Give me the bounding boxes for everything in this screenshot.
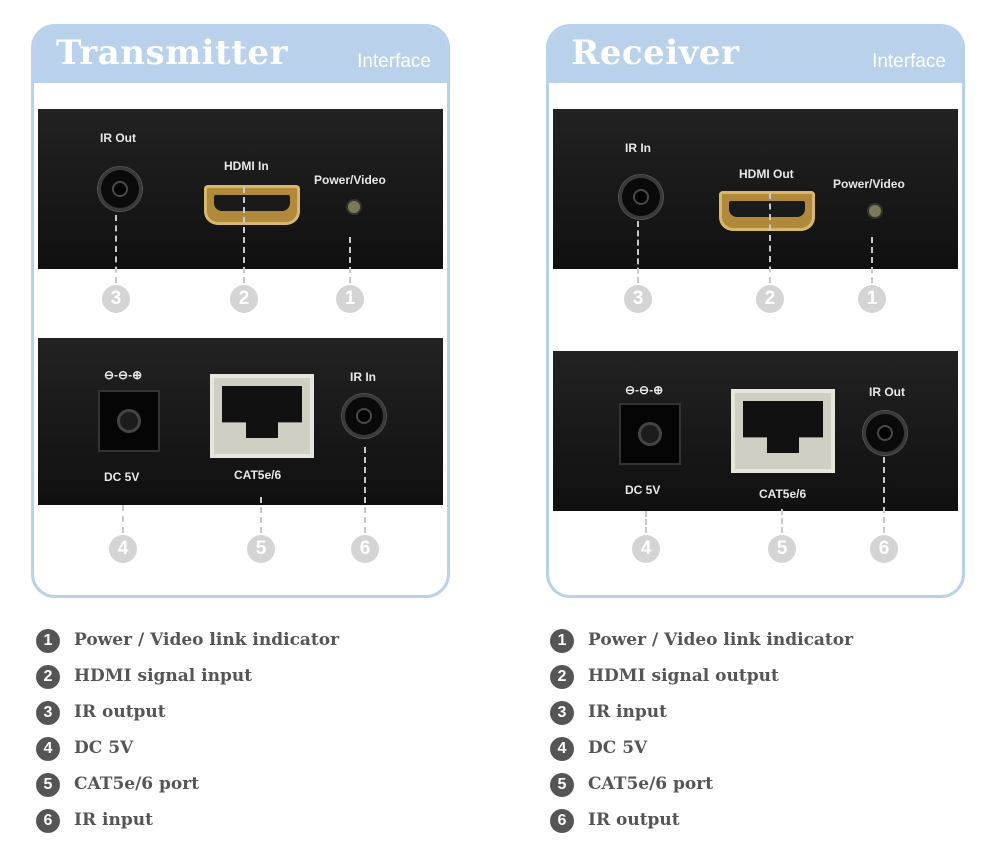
legend-number: 1 — [550, 629, 574, 653]
callout-6: 6 — [870, 535, 898, 563]
ir-out-label: IR Out — [869, 385, 905, 399]
hdmi-out-label: HDMI Out — [739, 167, 794, 181]
ir-in-jack — [342, 394, 386, 438]
dc-polarity-symbol: ⊖-⊖-⊕ — [104, 368, 143, 382]
ir-out-jack — [98, 167, 142, 211]
legend-number: 5 — [550, 773, 574, 797]
legend-text: DC 5V — [74, 738, 134, 758]
callout-line-6 — [364, 447, 366, 533]
legend-text: DC 5V — [588, 738, 648, 758]
receiver-front-panel: IR In HDMI Out Power/Video — [553, 109, 958, 269]
power-video-led — [348, 201, 360, 213]
legend-text: Power / Video link indicator — [74, 630, 340, 650]
callout-line-2 — [243, 187, 245, 283]
receiver-subtitle: Interface — [872, 51, 946, 72]
receiver-title: Receiver — [571, 33, 740, 73]
legend-text: CAT5e/6 port — [74, 774, 200, 794]
callout-line-1 — [871, 237, 873, 283]
callout-line-2 — [769, 193, 771, 283]
legend-number: 3 — [36, 701, 60, 725]
power-video-label: Power/Video — [314, 173, 386, 187]
callout-2: 2 — [230, 285, 258, 313]
legend-number: 1 — [36, 629, 60, 653]
callout-4: 4 — [632, 535, 660, 563]
ir-out-label: IR Out — [100, 131, 136, 145]
dc-label: DC 5V — [104, 470, 140, 484]
callout-1: 1 — [858, 285, 886, 313]
legend-number: 4 — [550, 737, 574, 761]
callout-5: 5 — [768, 535, 796, 563]
callout-line-3 — [637, 221, 639, 283]
cat-label: CAT5e/6 — [759, 487, 807, 501]
legend-number: 5 — [36, 773, 60, 797]
legend-text: IR input — [588, 702, 667, 722]
legend-number: 6 — [550, 809, 574, 833]
legend-number: 6 — [36, 809, 60, 833]
legend-text: IR output — [74, 702, 166, 722]
transmitter-rear-panel: ⊖-⊖-⊕ DC 5V CAT5e/6 IR In — [38, 338, 443, 505]
ir-in-label: IR In — [625, 141, 651, 155]
dc-power-jack — [100, 392, 158, 450]
callout-3: 3 — [624, 285, 652, 313]
transmitter-card: Transmitter Interface IR Out HDMI In Pow… — [31, 24, 450, 598]
callout-line-4 — [645, 511, 647, 533]
legend-number: 2 — [550, 665, 574, 689]
transmitter-front-panel: IR Out HDMI In Power/Video — [38, 109, 443, 269]
receiver-rear-panel: ⊖-⊖-⊕ DC 5V CAT5e/6 IR Out — [553, 351, 958, 511]
ir-in-jack — [619, 175, 663, 219]
callout-2: 2 — [756, 285, 784, 313]
legend-number: 4 — [36, 737, 60, 761]
legend-text: HDMI signal input — [74, 666, 253, 686]
dc-power-jack — [621, 405, 679, 463]
callout-line-4 — [122, 505, 124, 533]
ir-out-jack — [863, 411, 907, 455]
transmitter-title: Transmitter — [56, 33, 288, 73]
dc-polarity-symbol: ⊖-⊖-⊕ — [625, 383, 664, 397]
hdmi-in-port — [204, 185, 300, 225]
callout-line-5 — [260, 497, 262, 533]
legend-text: IR output — [588, 810, 680, 830]
legend-text: CAT5e/6 port — [588, 774, 714, 794]
legend-text: HDMI signal output — [588, 666, 779, 686]
callout-line-5 — [781, 509, 783, 533]
legend-number: 3 — [550, 701, 574, 725]
cat-port — [210, 374, 314, 458]
cat-port — [731, 389, 835, 473]
transmitter-subtitle: Interface — [357, 51, 431, 72]
callout-6: 6 — [351, 535, 379, 563]
receiver-card: Receiver Interface IR In HDMI Out Power/… — [546, 24, 965, 598]
legend-number: 2 — [36, 665, 60, 689]
dc-label: DC 5V — [625, 483, 661, 497]
callout-5: 5 — [247, 535, 275, 563]
transmitter-header: Transmitter Interface — [34, 27, 447, 83]
callout-line-6 — [883, 457, 885, 533]
receiver-header: Receiver Interface — [549, 27, 962, 83]
callout-1: 1 — [336, 285, 364, 313]
hdmi-out-port — [719, 191, 815, 231]
legend-text: Power / Video link indicator — [588, 630, 854, 650]
hdmi-in-label: HDMI In — [224, 159, 269, 173]
power-video-label: Power/Video — [833, 177, 905, 191]
power-video-led — [869, 205, 881, 217]
cat-label: CAT5e/6 — [234, 468, 282, 482]
callout-line-1 — [349, 237, 351, 283]
callout-line-3 — [115, 215, 117, 283]
legend-text: IR input — [74, 810, 153, 830]
callout-3: 3 — [102, 285, 130, 313]
ir-in-label: IR In — [350, 370, 376, 384]
callout-4: 4 — [109, 535, 137, 563]
